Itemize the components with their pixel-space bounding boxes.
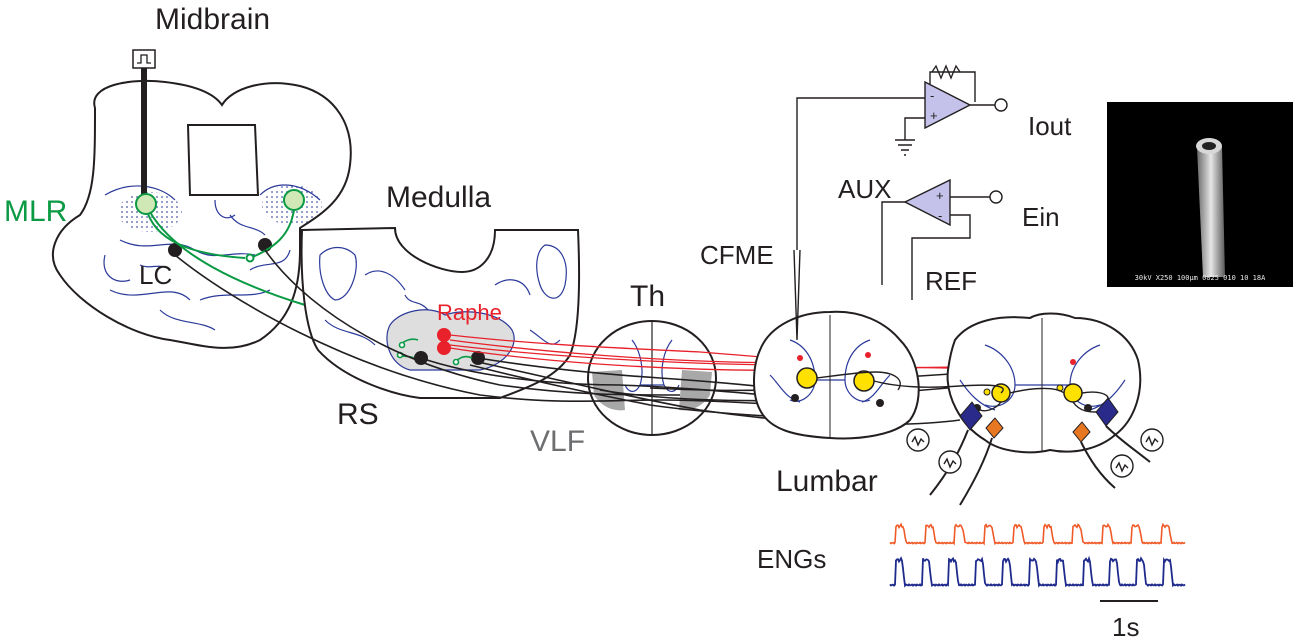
label-engs: ENGs bbox=[757, 544, 827, 574]
label-iout: Iout bbox=[1028, 111, 1072, 141]
label-aux: AUX bbox=[838, 174, 892, 204]
label-mlr: MLR bbox=[4, 195, 68, 228]
sem-micrograph-inset: 30kV X250 100µm 0025 010 10 18A bbox=[1107, 102, 1293, 287]
stimulating-electrode bbox=[132, 49, 156, 201]
label-lc: LC bbox=[139, 260, 173, 290]
label-th: Th bbox=[630, 280, 666, 313]
svg-text:-: - bbox=[930, 88, 934, 103]
svg-text:+: + bbox=[930, 108, 938, 123]
raphe-neurons bbox=[437, 328, 451, 355]
label-raphe: Raphe bbox=[437, 300, 502, 325]
eng-traces bbox=[889, 522, 1186, 588]
mlr-projections bbox=[147, 209, 306, 306]
svg-text:+: + bbox=[936, 188, 944, 203]
label-vlf: VLF bbox=[530, 425, 586, 458]
lumbar-section-2 bbox=[946, 312, 1142, 454]
eng-trace-orange bbox=[889, 522, 1186, 546]
lumbar-motoneurons bbox=[959, 397, 1119, 443]
label-rs: RS bbox=[337, 398, 379, 431]
label-midbrain: Midbrain bbox=[155, 3, 271, 36]
mlr-neurons bbox=[135, 189, 305, 215]
eng-electrodes bbox=[906, 428, 1164, 478]
label-lumbar: Lumbar bbox=[776, 465, 878, 498]
eng-trace-blue bbox=[889, 555, 1186, 588]
svg-text:-: - bbox=[938, 208, 942, 223]
label-ref: REF bbox=[925, 266, 977, 296]
label-medulla: Medulla bbox=[386, 181, 492, 214]
label-cfme: CFME bbox=[700, 240, 774, 270]
label-scale-bar: 1s bbox=[1112, 612, 1140, 642]
cfme-electrode bbox=[793, 97, 930, 341]
label-ein: Ein bbox=[1022, 202, 1060, 232]
sem-caption: 30kV X250 100µm 0025 010 10 18A bbox=[1134, 274, 1266, 282]
microelectrode-tip-image bbox=[1196, 138, 1225, 277]
lumbar-local-connections bbox=[816, 371, 1109, 413]
amplifier-circuits: - + + - bbox=[881, 64, 1008, 300]
